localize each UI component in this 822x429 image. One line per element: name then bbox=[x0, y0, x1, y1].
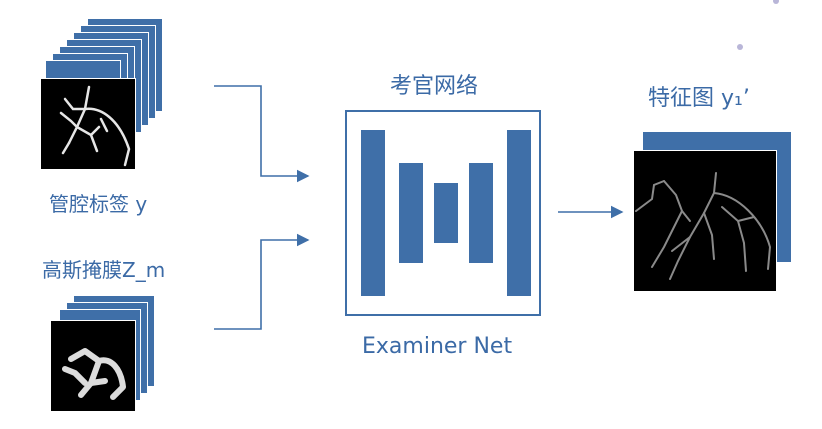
lumen-label-image bbox=[40, 78, 136, 170]
top-input-arrow bbox=[214, 85, 310, 183]
gaussian-mask-image bbox=[50, 320, 136, 412]
lumen-label-stack bbox=[0, 0, 180, 180]
examiner-network-box bbox=[345, 110, 541, 316]
network-layer bbox=[469, 163, 493, 263]
feature-map-title: 特征图 y₁’ bbox=[648, 86, 750, 111]
decorative-dot bbox=[773, 0, 779, 4]
examiner-title: 考官网络 bbox=[390, 74, 479, 99]
network-layer bbox=[507, 130, 531, 296]
examiner-net-caption: Examiner Net bbox=[362, 334, 513, 359]
network-layer bbox=[361, 130, 385, 296]
feature-map-image bbox=[633, 150, 777, 292]
decorative-dot bbox=[737, 44, 743, 50]
network-layer bbox=[399, 163, 423, 263]
feature-map-stack bbox=[630, 128, 800, 298]
network-layer bbox=[434, 183, 458, 243]
gaussian-mask-stack bbox=[0, 290, 180, 420]
lumen-label-caption: 管腔标签 y bbox=[49, 192, 148, 216]
gaussian-mask-caption: 高斯掩膜Z_m bbox=[42, 258, 166, 282]
bottom-input-arrow bbox=[214, 233, 310, 330]
